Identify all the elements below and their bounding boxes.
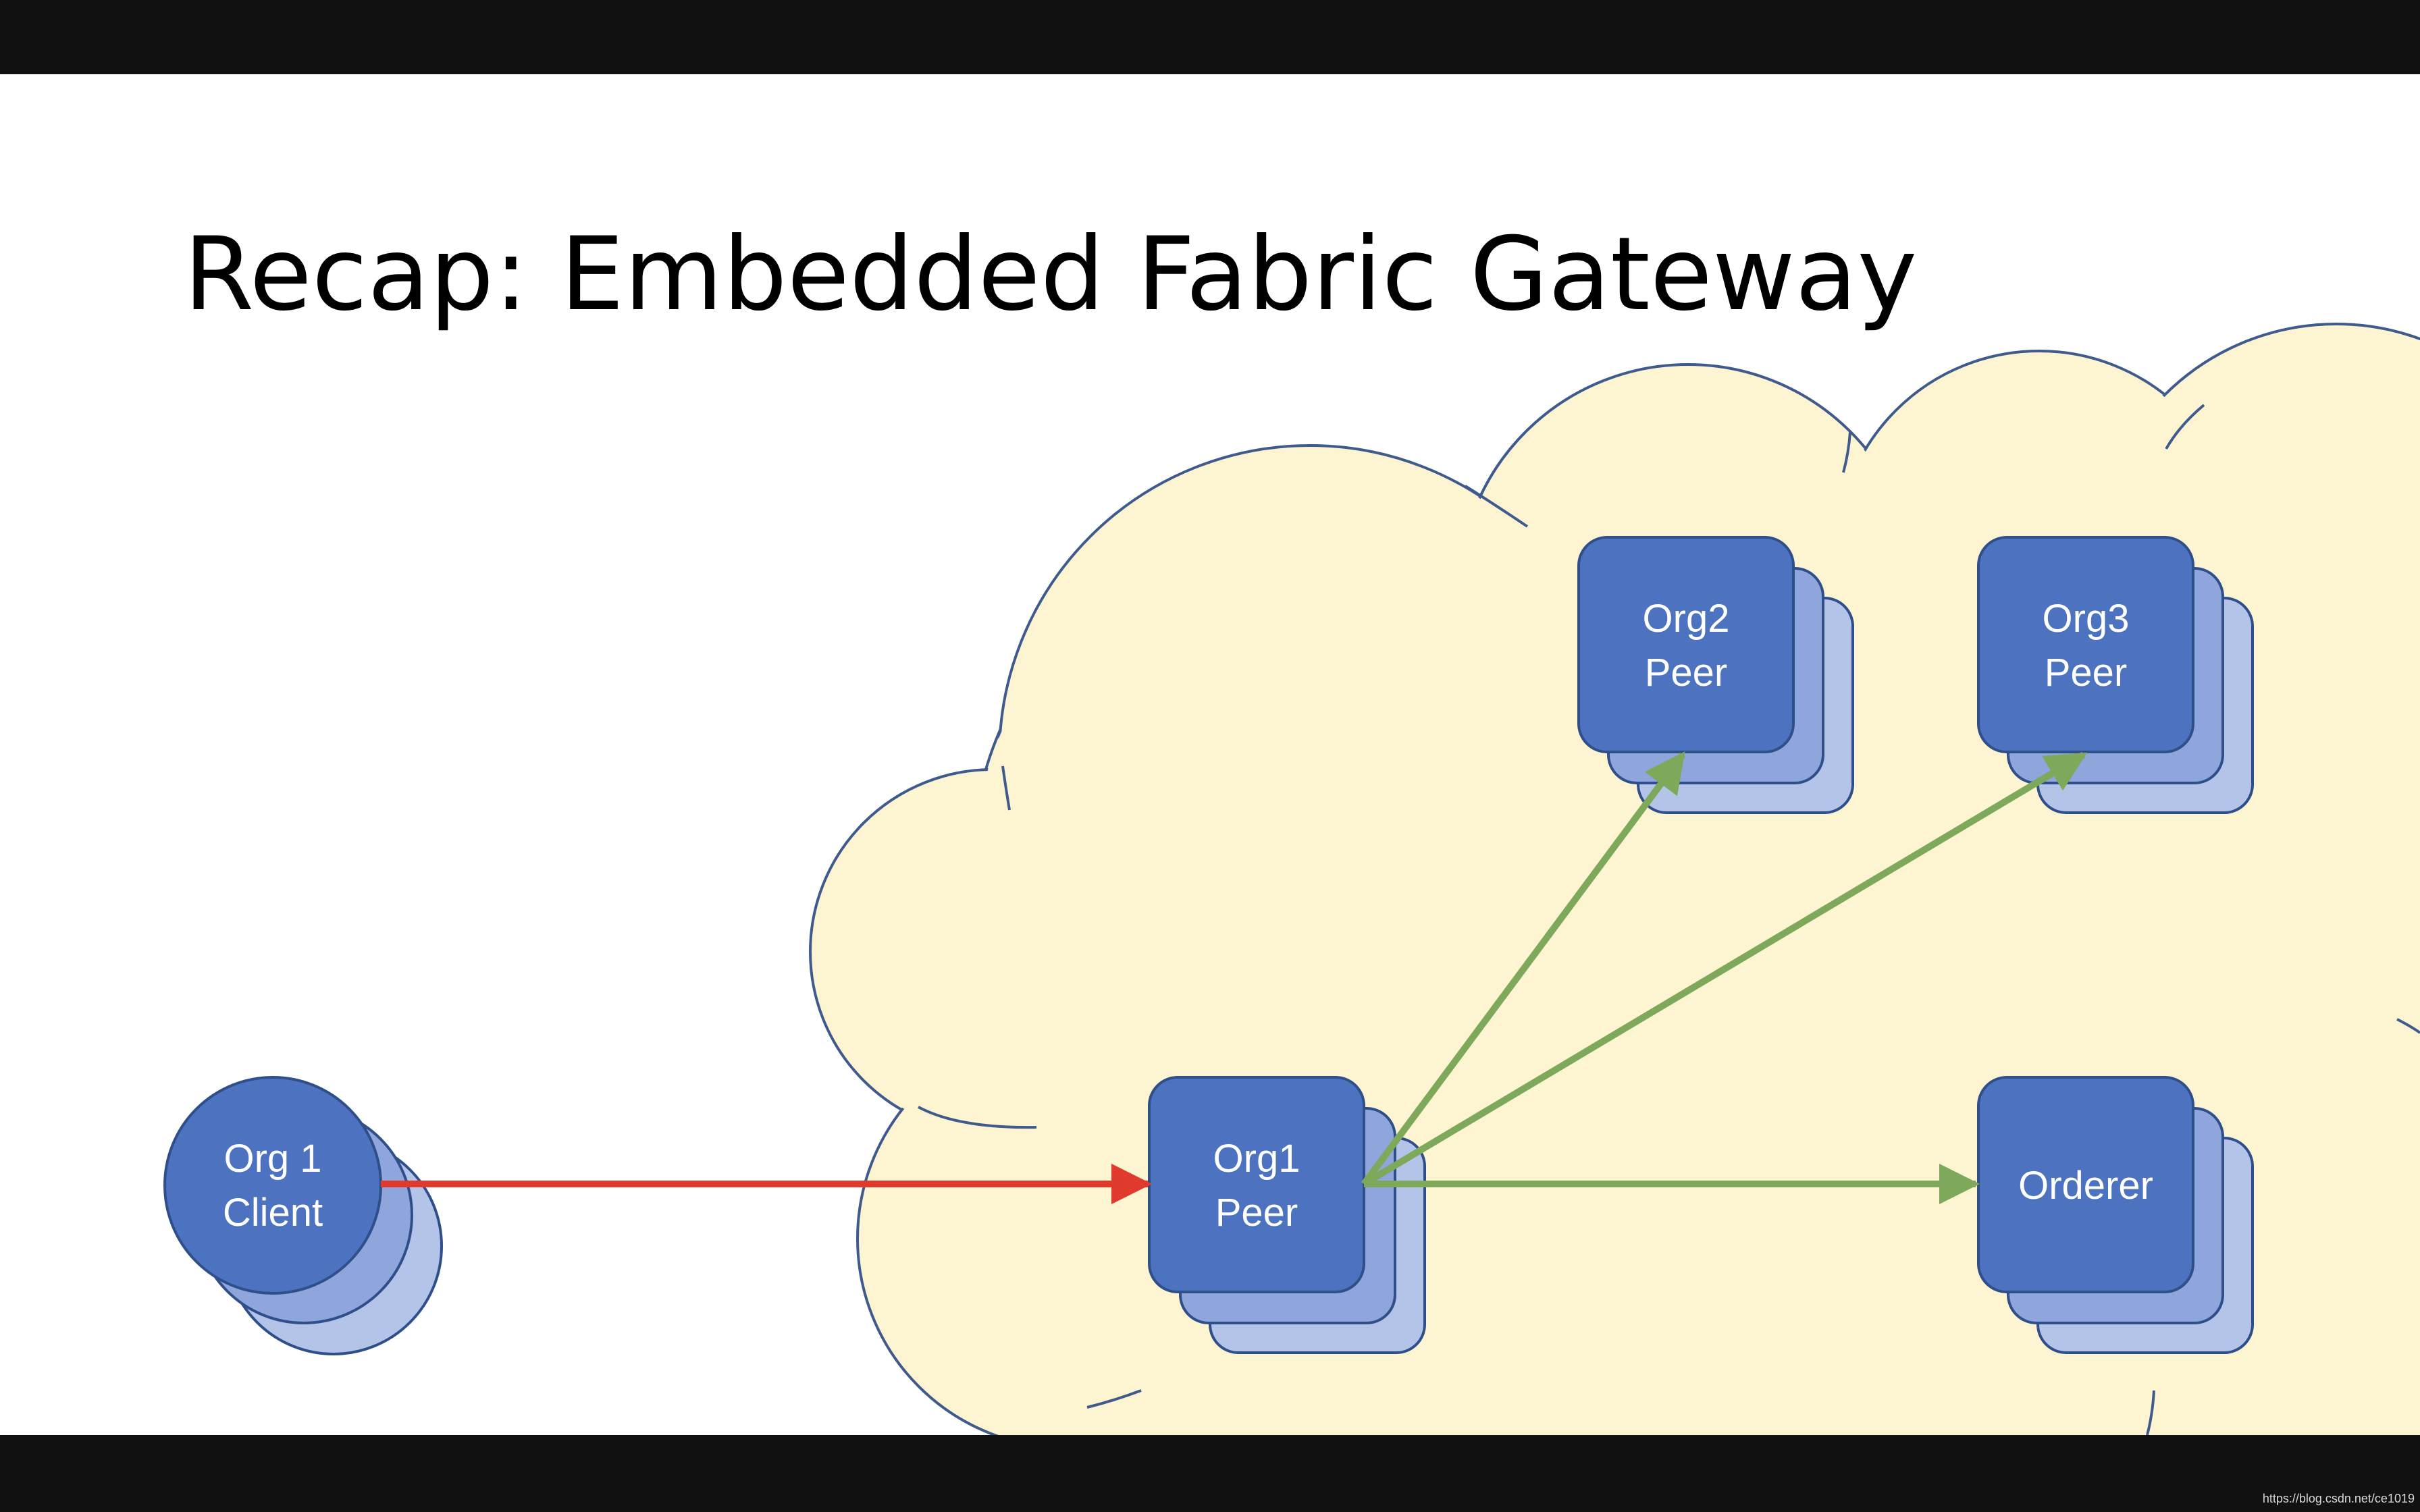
org1-peer-node: Org1 Peer xyxy=(1148,1076,1426,1354)
client-label-line2: Client xyxy=(223,1191,323,1235)
org2-peer-label-line1: Org2 xyxy=(1643,597,1730,641)
orderer-label: Orderer xyxy=(2018,1164,2153,1208)
client-stack-front xyxy=(163,1076,382,1295)
orderer-node: Orderer xyxy=(1977,1076,2254,1354)
client-label-line1: Org 1 xyxy=(223,1137,321,1181)
org1-peer-stack-front xyxy=(1148,1076,1365,1293)
org3-peer-node: Org3 Peer xyxy=(1977,536,2254,814)
org3-peer-stack-front xyxy=(1977,536,2194,753)
org1-peer-label-line1: Org1 xyxy=(1213,1137,1300,1181)
connection-arrows xyxy=(381,751,2088,1204)
org1-client-node: Org 1 Client xyxy=(163,1076,443,1355)
bottom-letterbox-bar xyxy=(0,1435,2420,1512)
org3-peer-label-line1: Org3 xyxy=(2043,597,2130,641)
org3-peer-label-line2: Peer xyxy=(2045,651,2128,695)
org2-peer-stack-front xyxy=(1577,536,1795,753)
org2-peer-label-line2: Peer xyxy=(1645,651,1728,695)
org2-peer-node: Org2 Peer xyxy=(1577,536,1854,814)
org1-peer-label-line2: Peer xyxy=(1215,1191,1298,1235)
slide-title: Recap: Embedded Fabric Gateway xyxy=(184,216,1917,333)
watermark-url: https://blog.csdn.net/ce1019 xyxy=(2263,1492,2415,1505)
org1-peer-to-org3-peer-arrow xyxy=(1362,751,2088,1187)
org1-peer-to-org2-peer-arrow xyxy=(1361,751,1686,1186)
top-letterbox-bar xyxy=(0,0,2420,74)
